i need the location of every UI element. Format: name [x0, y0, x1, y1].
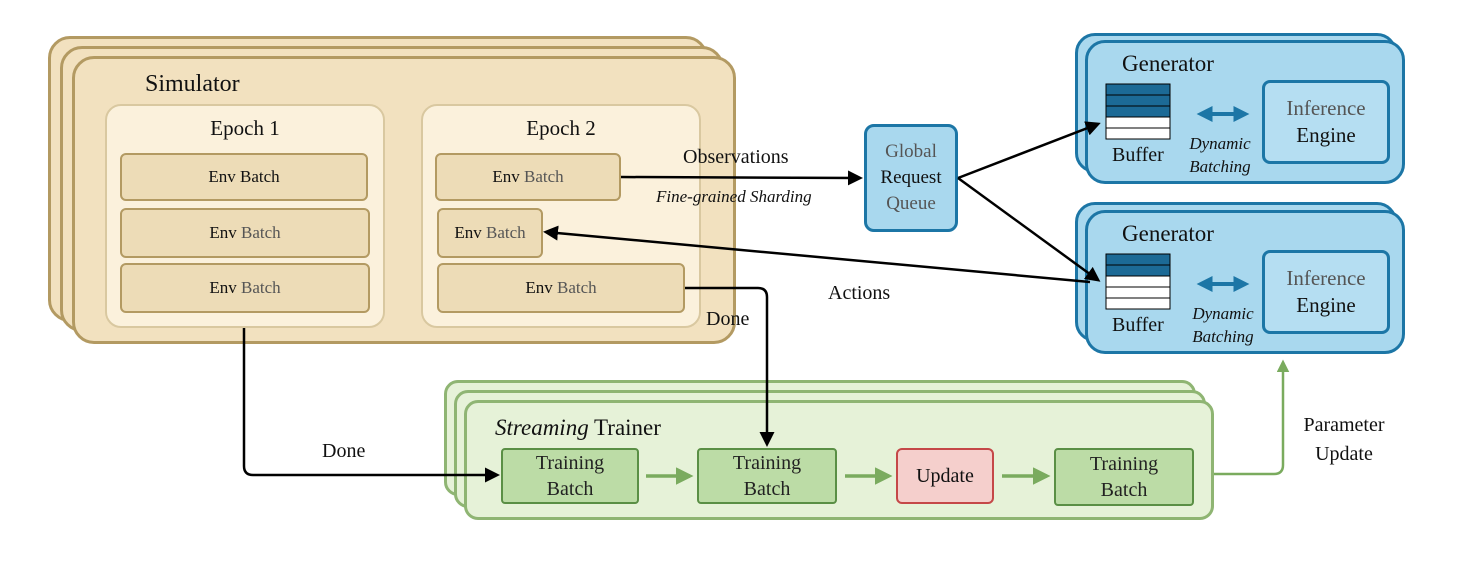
- buffer-1-icon: [1105, 83, 1171, 140]
- update-label: Update: [916, 464, 974, 487]
- fine-grained-sharding-label: Fine-grained Sharding: [656, 187, 812, 206]
- global-request-queue: Global Request Queue: [864, 124, 958, 232]
- buffer-2-icon: [1105, 253, 1171, 310]
- parameter-update-label-2: Update: [1315, 443, 1373, 465]
- inference-engine-2: Inference Engine: [1262, 250, 1390, 334]
- observations-label: Observations: [683, 146, 789, 168]
- batch-label: Batch: [556, 278, 597, 297]
- done-label-epoch-1: Done: [322, 440, 366, 462]
- done-arrow-epoch-1: [242, 328, 500, 483]
- queue-line-1: Global: [885, 141, 937, 162]
- trainer-title: Streaming Trainer: [495, 415, 661, 441]
- done-label-epoch-2: Done: [706, 308, 750, 330]
- simulator-title: Simulator: [145, 71, 240, 97]
- training-label: Training: [1089, 453, 1159, 475]
- generator-2-title: Generator: [1122, 221, 1214, 246]
- parameter-update-label-1: Parameter: [1303, 414, 1385, 436]
- env-label: Env: [209, 223, 237, 242]
- trainer-title-italic: Streaming: [495, 415, 589, 440]
- queue-to-generator-1-arrow: [957, 121, 1101, 180]
- engine-line-2: Engine: [1296, 123, 1356, 147]
- inference-engine-1: Inference Engine: [1262, 80, 1390, 164]
- queue-line-3: Queue: [886, 193, 936, 214]
- update-box: Update: [896, 448, 994, 504]
- parameter-update-arrow: [1214, 359, 1290, 476]
- queue-to-generator-2-arrow: [957, 176, 1101, 282]
- training-batch-1: Training Batch: [501, 448, 639, 504]
- trainer-title-rest: Trainer: [588, 415, 661, 440]
- actions-label: Actions: [828, 282, 891, 304]
- training-label: Training: [732, 452, 802, 474]
- env-label: Env: [208, 167, 236, 186]
- env-batch-e1-1: Env Batch: [120, 153, 368, 201]
- queue-line-2: Request: [880, 167, 942, 188]
- generator-1-title: Generator: [1122, 51, 1214, 76]
- dynamic-batching-1-line2: Batching: [1189, 157, 1251, 176]
- done-arrow-epoch-2: [685, 286, 775, 447]
- dynamic-batching-1-line1: Dynamic: [1189, 134, 1251, 153]
- engine-line-1: Inference: [1286, 266, 1366, 290]
- batch-label: Batch: [485, 223, 526, 242]
- env-batch-e2-1: Env Batch: [435, 153, 621, 201]
- env-label: Env: [454, 223, 482, 242]
- engine-line-2: Engine: [1296, 293, 1356, 317]
- dynamic-batching-2-line2: Batching: [1192, 327, 1254, 346]
- batch-label: Batch: [240, 223, 281, 242]
- env-batch-e2-2: Env Batch: [437, 208, 543, 258]
- training-batch-3: Training Batch: [1054, 448, 1194, 506]
- engine-line-1: Inference: [1286, 96, 1366, 120]
- training-label: Training: [535, 452, 605, 474]
- batch-label: Batch: [546, 478, 594, 500]
- batch-label: Batch: [743, 478, 791, 500]
- env-label: Env: [492, 167, 520, 186]
- env-batch-e1-2: Env Batch: [120, 208, 370, 258]
- actions-arrow: [543, 225, 1091, 284]
- batch-label: Batch: [240, 278, 281, 297]
- buffer-1-label: Buffer: [1112, 144, 1164, 166]
- batch-label: Batch: [523, 167, 564, 186]
- env-label: Env: [525, 278, 553, 297]
- env-label: Env: [209, 278, 237, 297]
- observations-arrow: [620, 170, 863, 186]
- training-batch-2: Training Batch: [697, 448, 837, 504]
- batch-label: Batch: [1100, 479, 1148, 501]
- epoch-1-title: Epoch 1: [210, 116, 280, 140]
- batch-label: Batch: [239, 167, 280, 186]
- epoch-2-title: Epoch 2: [526, 116, 596, 140]
- dynamic-batching-2-line1: Dynamic: [1192, 304, 1254, 323]
- env-batch-e1-3: Env Batch: [120, 263, 370, 313]
- env-batch-e2-3: Env Batch: [437, 263, 685, 313]
- buffer-2-label: Buffer: [1112, 314, 1164, 336]
